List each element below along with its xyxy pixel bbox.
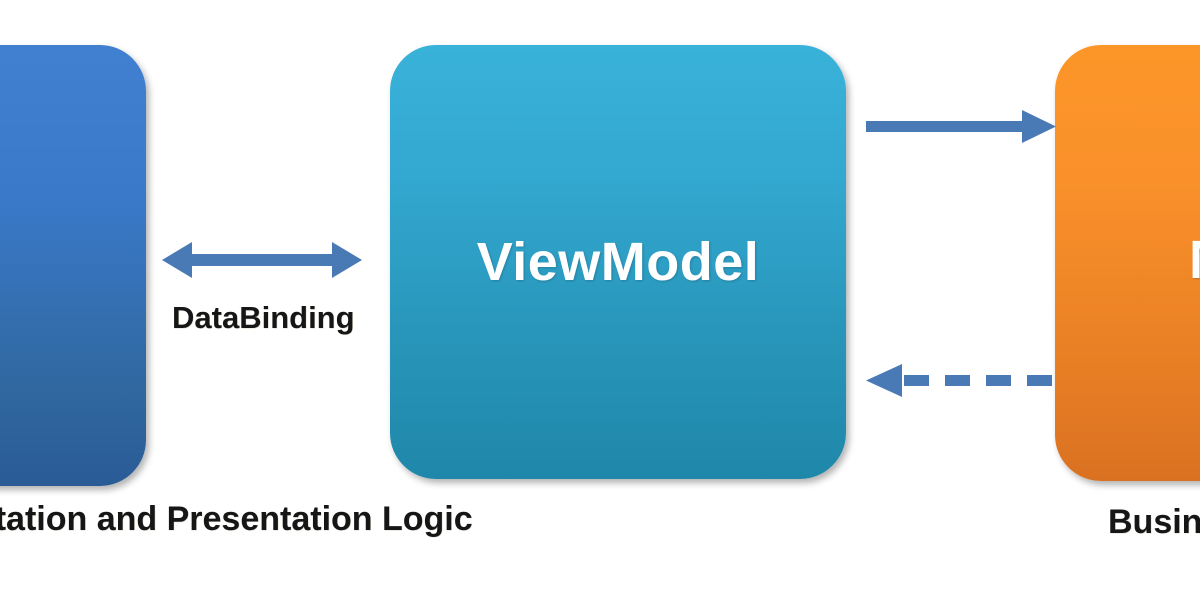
node-viewmodel-label: ViewModel [476, 232, 760, 292]
connector-viewmodel-to-model-arrow[interactable] [866, 108, 1056, 148]
node-view-caption: resentation and Presentation Logic [0, 500, 473, 538]
node-model-caption: Busine [1108, 503, 1200, 541]
connector-databinding-arrow[interactable] [162, 236, 362, 286]
node-model[interactable]: M [1055, 45, 1200, 481]
node-view[interactable] [0, 45, 146, 486]
node-model-label: M [1189, 229, 1200, 291]
connector-databinding-label: DataBinding [172, 300, 355, 335]
node-viewmodel[interactable]: ViewModel [390, 45, 846, 479]
connector-model-to-viewmodel-arrow[interactable] [866, 362, 1056, 402]
